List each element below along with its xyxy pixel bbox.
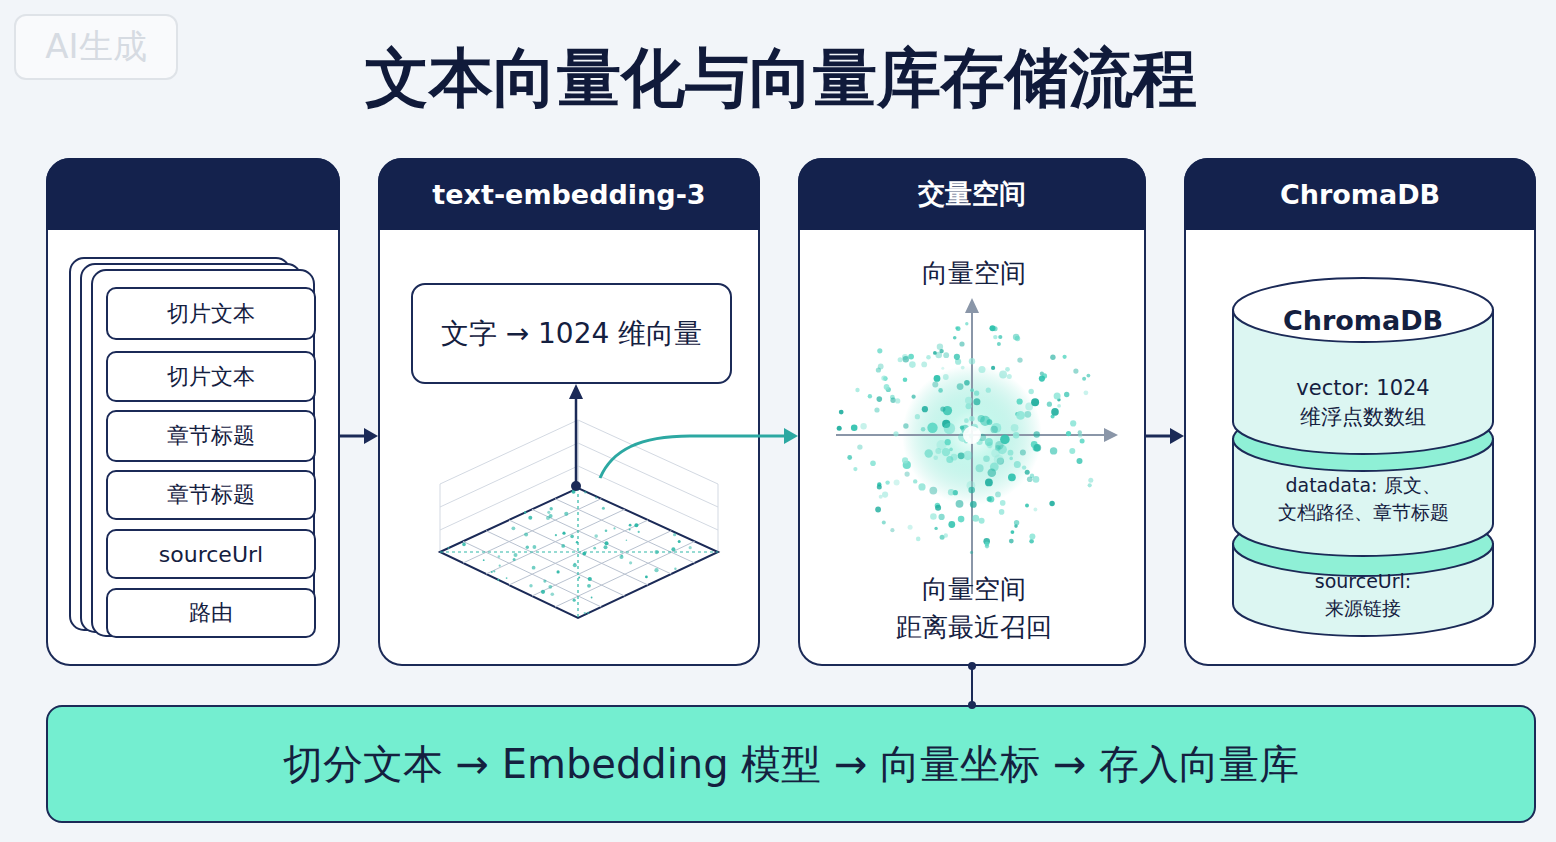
connector bbox=[760, 428, 798, 444]
node-label: 文字 → 1024 维向量 bbox=[441, 315, 702, 353]
node-label: 章节标题 bbox=[167, 480, 255, 510]
process-box: 文字 → 1024 维向量 bbox=[411, 283, 732, 384]
node-text: 向量空间 距离最近召回 bbox=[884, 570, 1064, 646]
panel-header: 交量空间 bbox=[798, 158, 1146, 230]
node-text: sourceUrl: 来源链接 bbox=[1283, 568, 1443, 622]
node-text: datadata: 原文、文档路径、章节标题 bbox=[1238, 472, 1488, 526]
connector-line bbox=[971, 666, 973, 705]
panel-header: text-embedding-3 bbox=[378, 158, 760, 230]
node-text: vector: 1024 维浮点数数组 bbox=[1263, 374, 1463, 432]
header-title: ChromaDB bbox=[1280, 179, 1440, 210]
stage-panel: text-embedding-3 文字 → 1024 维向量 bbox=[378, 158, 760, 666]
header-title: 交量空间 bbox=[918, 176, 1026, 212]
chunk-card: 章节标题 bbox=[106, 470, 316, 520]
arrow-head bbox=[364, 428, 378, 444]
node-label: 切片文本 bbox=[167, 362, 255, 392]
node-label: 路由 bbox=[189, 598, 233, 628]
cylinder-top bbox=[1233, 278, 1493, 342]
node-text: ChromaDB bbox=[1232, 304, 1494, 338]
chunk-card: sourceUrl bbox=[106, 529, 316, 579]
connector bbox=[1146, 428, 1184, 444]
node-label: sourceUrl bbox=[159, 542, 263, 567]
database-cylinder: ChromaDB vector: 1024 维浮点数数组 datadata: 原文、… bbox=[1232, 274, 1494, 642]
connector bbox=[340, 428, 378, 444]
connector-line bbox=[340, 435, 368, 438]
stage-panel: ChromaDB ChromaDB vector: 1024 维浮点数数组 datad… bbox=[1184, 158, 1536, 666]
node-text: 向量空间 bbox=[800, 255, 1148, 291]
summary-band: 切分文本 → Embedding 模型 → 向量坐标 → 存入向量库 bbox=[46, 705, 1536, 823]
arrow-head bbox=[784, 428, 798, 444]
chunk-card: 路由 bbox=[106, 588, 316, 638]
chunk-card: 切片文本 bbox=[106, 287, 316, 340]
header-title: text-embedding-3 bbox=[432, 179, 705, 210]
chunk-card: 切片文本 bbox=[106, 351, 316, 402]
chunk-card: 章节标题 bbox=[106, 410, 316, 462]
stage-panel: 交量空间向量空间向量空间 距离最近召回 bbox=[798, 158, 1146, 666]
node-label: 章节标题 bbox=[167, 421, 255, 451]
stage-panel: 切片文本切片文本章节标题章节标题sourceUrl路由 bbox=[46, 158, 340, 666]
arrow-head bbox=[1170, 428, 1184, 444]
connector-line bbox=[760, 435, 788, 438]
node-label: 切分文本 → Embedding 模型 → 向量坐标 → 存入向量库 bbox=[283, 737, 1299, 792]
watermark: AI生成 bbox=[14, 14, 178, 80]
panel-header bbox=[46, 158, 340, 230]
connector-line bbox=[1146, 435, 1174, 438]
panel-header: ChromaDB bbox=[1184, 158, 1536, 230]
diagram-title: 文本向量化与向量库存储流程 bbox=[0, 36, 1556, 120]
node-label: 切片文本 bbox=[167, 299, 255, 329]
connector bbox=[968, 662, 976, 709]
